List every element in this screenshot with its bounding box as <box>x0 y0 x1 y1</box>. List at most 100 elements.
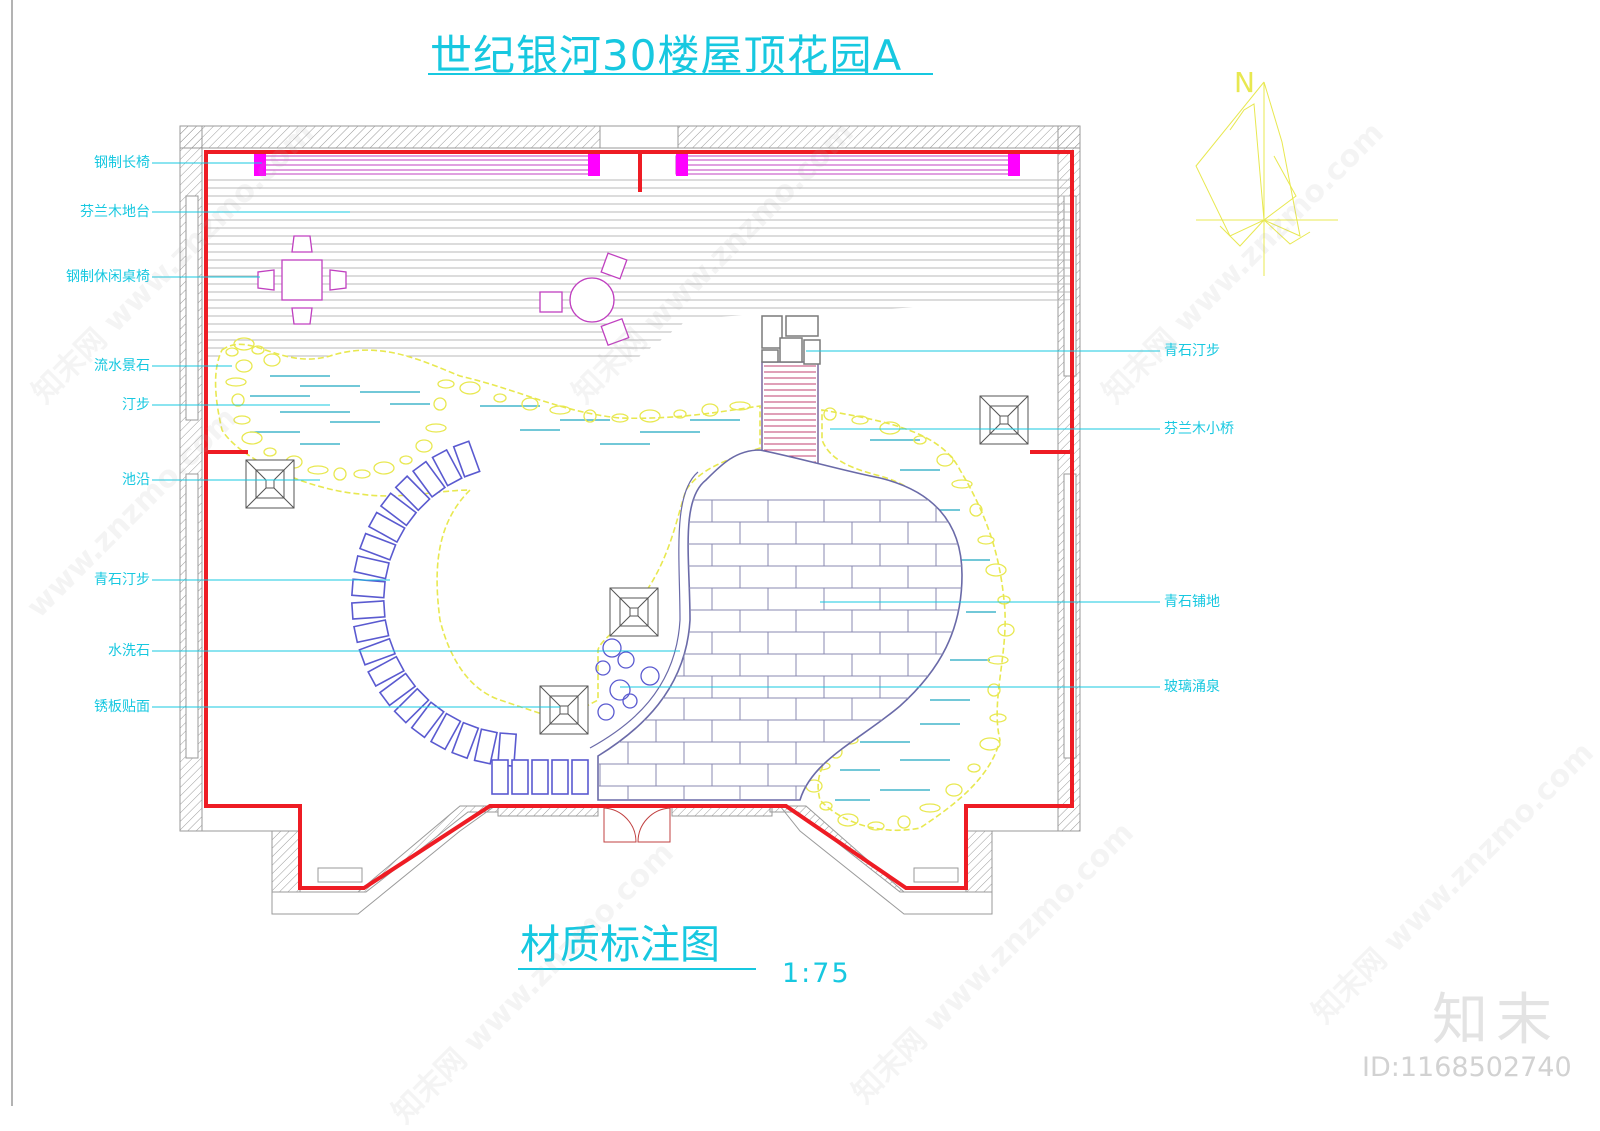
stepping-stone <box>431 448 463 487</box>
drawing-subtitle: 材质标注图 <box>520 922 720 968</box>
pebble <box>701 403 719 417</box>
pebble <box>987 683 1001 697</box>
stepping-stone <box>511 759 529 795</box>
stepping-stone <box>491 759 509 795</box>
pebble <box>433 397 447 411</box>
pebble <box>987 655 1009 665</box>
stepping-stone <box>429 712 462 751</box>
pebble <box>967 763 981 773</box>
garden-boundary-wall <box>204 150 1074 890</box>
pebble <box>437 379 455 389</box>
pebble <box>913 435 927 445</box>
pebble-edging <box>225 337 1015 831</box>
entrance-door <box>603 807 671 843</box>
pebble <box>639 409 661 423</box>
pebble <box>729 401 751 411</box>
pebble <box>425 423 447 433</box>
label-bluestone-steps: 青石汀步 <box>94 572 150 588</box>
steel-bench <box>257 155 1017 175</box>
stepping-stone <box>378 672 417 707</box>
pebble <box>951 479 973 489</box>
label-steel-bench: 钢制长椅 <box>94 155 150 171</box>
north-arrow <box>1195 81 1338 276</box>
pebble <box>493 393 507 403</box>
bridge-stepping-stones <box>761 315 821 365</box>
pebble <box>399 455 413 465</box>
label-bluestone-paving: 青石铺地 <box>1164 594 1220 610</box>
label-stepping-stone: 汀步 <box>122 397 150 413</box>
stepping-stone <box>358 532 397 561</box>
label-pond-edge: 池沿 <box>122 472 150 488</box>
pebble <box>819 801 833 811</box>
pebble <box>333 467 347 481</box>
pebble <box>997 595 1011 605</box>
brand-mark: 知末 <box>1432 988 1560 1053</box>
timber-deck <box>206 179 1072 357</box>
pebble <box>673 409 687 419</box>
pebble <box>459 381 481 395</box>
stepping-stone <box>353 555 390 580</box>
pebble <box>583 409 597 423</box>
pebble <box>823 407 837 421</box>
pebble <box>549 405 571 415</box>
pyramid-planters <box>245 395 1029 735</box>
pebble <box>897 815 911 829</box>
pebble <box>235 359 253 373</box>
stepping-stone <box>451 721 480 760</box>
square-table-set <box>257 235 347 325</box>
pebble <box>231 393 245 407</box>
round-table-set <box>539 252 630 346</box>
pebble <box>851 415 869 425</box>
stepping-stone <box>452 440 481 478</box>
glass-fountain <box>595 638 660 721</box>
stepping-stone <box>531 759 549 795</box>
label-glass-fountain: 玻璃涌泉 <box>1164 679 1220 695</box>
water-hatching <box>250 375 996 801</box>
pebble <box>611 413 629 423</box>
stepping-stone <box>411 460 447 499</box>
stepping-stone <box>367 655 406 688</box>
stepping-stone <box>351 578 386 599</box>
pebble <box>415 439 433 453</box>
stepping-stone <box>358 637 397 666</box>
drawing-title: 世纪银河30楼屋顶花园A <box>430 31 903 80</box>
north-label: N <box>1234 66 1255 99</box>
pebble <box>837 813 859 827</box>
pebble <box>945 783 963 797</box>
pebble <box>225 347 239 357</box>
stepping-stone <box>551 759 569 795</box>
pebble <box>233 415 251 425</box>
pebble <box>241 431 263 445</box>
planter-top <box>265 479 275 489</box>
stepping-stone <box>350 600 386 620</box>
scale-label: 1:75 <box>782 958 851 989</box>
garden-plan-drawing: N <box>11 0 1338 1106</box>
pebble <box>989 713 1007 723</box>
label-bluestone-steps-right: 青石汀步 <box>1164 343 1220 359</box>
pebble <box>977 535 995 545</box>
stepping-stone <box>379 492 418 527</box>
planter-top <box>559 705 569 715</box>
label-water-rocks: 流水景石 <box>94 358 150 374</box>
label-rust-cladding: 锈板贴面 <box>94 699 150 715</box>
subtitle-underline <box>518 968 756 970</box>
pebble <box>997 623 1015 637</box>
stepping-stone-arc <box>350 440 589 795</box>
pebble <box>969 503 983 517</box>
label-steel-table-set: 钢制休闲桌椅 <box>66 269 150 285</box>
leader-lines <box>152 162 1160 708</box>
stepping-stone <box>367 511 406 544</box>
title-underline <box>428 73 933 75</box>
label-timber-bridge: 芬兰木小桥 <box>1164 421 1234 437</box>
pebble <box>225 377 247 387</box>
label-washed-stone: 水洗石 <box>108 643 150 659</box>
asset-id: ID:1168502740 <box>1362 1052 1572 1083</box>
pebble <box>919 803 941 813</box>
pebble <box>353 469 371 479</box>
pebble <box>251 345 265 355</box>
stepping-stone <box>393 687 430 724</box>
stepping-stone <box>473 728 498 765</box>
stepping-stone <box>571 759 589 795</box>
pebble <box>307 465 329 475</box>
label-timber-deck: 芬兰木地台 <box>80 204 150 220</box>
